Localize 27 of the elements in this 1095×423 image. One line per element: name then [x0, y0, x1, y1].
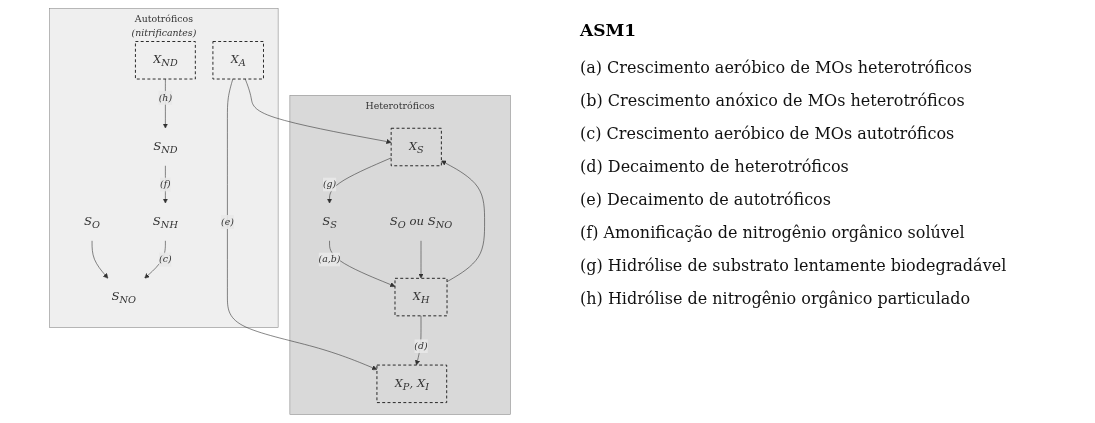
- node-box: X$_{A}$: [212, 41, 264, 80]
- node-text: S$_{S}$: [322, 213, 337, 231]
- process-legend-entry: (f) Amonificação de nitrogênio orgânico solúvel: [580, 223, 966, 242]
- edge-label: (f): [159, 178, 171, 190]
- node-box: X$_{S}$: [390, 127, 442, 167]
- process-legend-entry: (h) Hidrólise de nitrogênio orgânico particulado: [580, 289, 972, 308]
- process-legend-entry: (b) Crescimento anóxico de MOs heterotróficos: [580, 91, 966, 110]
- node-text: S$_{O}$ ou S$_{NO}$: [389, 213, 453, 231]
- process-legend-entry: (c) Crescimento aeróbico de MOs autotróficos: [580, 124, 956, 143]
- node-box: X$_{H}$: [394, 277, 448, 317]
- edge-label: (g): [322, 178, 337, 190]
- diagram-title: ASM1: [580, 20, 638, 40]
- node-box: X$_{ND}$: [135, 41, 196, 80]
- edge-label: (a,b): [318, 253, 341, 265]
- process-legend-entry: (a) Crescimento aeróbico de MOs heterotróficos: [580, 58, 973, 77]
- edge-label: (c): [159, 253, 172, 265]
- edge-label: (h): [158, 91, 173, 104]
- node-text: S$_{ND}$: [153, 138, 178, 156]
- node-text: S$_{O}$: [84, 213, 101, 231]
- node-text: S$_{NH}$: [152, 213, 178, 231]
- process-legend-entry: (g) Hidrólise de substrato lentamente biodegradável: [580, 256, 1008, 275]
- node-box: X$_{P}$, X$_{I}$: [376, 364, 448, 404]
- edge-label: (d): [414, 340, 428, 352]
- process-legend-entry: (e) Decaimento de autotróficos: [580, 190, 832, 209]
- edge-label: (e): [220, 216, 234, 228]
- process-legend-entry: (d) Decaimento de heterotróficos: [580, 157, 850, 176]
- node-text: S$_{NO}$: [111, 288, 137, 306]
